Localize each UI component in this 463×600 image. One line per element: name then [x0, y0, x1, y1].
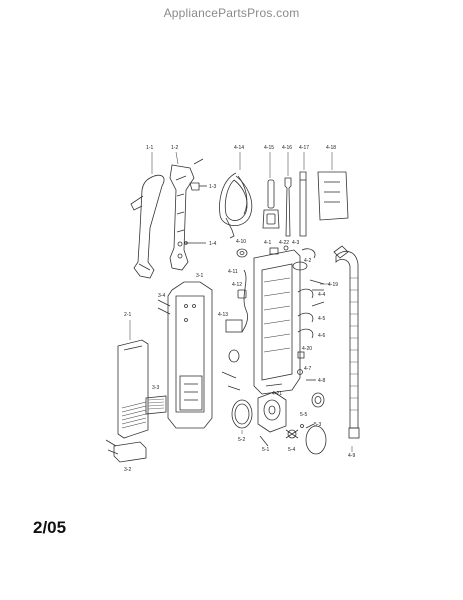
label-4-12: 4-12 — [232, 282, 242, 288]
label-4-22: 4-22 — [279, 240, 289, 246]
leader-lines — [129, 151, 353, 452]
label-4-21: 4-21 — [272, 391, 282, 397]
part-cord-hook-4-4 — [297, 288, 314, 299]
part-power-cord-4-14 — [219, 172, 253, 239]
screw-left-mid — [221, 371, 241, 391]
part-cord-hook-4-5 — [297, 312, 314, 323]
label-4-15: 4-15 — [264, 145, 274, 151]
part-knob-4-7 — [297, 369, 303, 375]
label-5-3: 5-3 — [314, 422, 321, 428]
part-body-housing-4-1 — [253, 247, 301, 395]
part-kick-plate-3-2 — [105, 439, 147, 463]
part-end-cap-5-3 — [305, 423, 327, 455]
label-4-7: 4-7 — [304, 366, 311, 372]
label-3-3: 3-3 — [152, 385, 159, 391]
label-4-11: 4-11 — [228, 269, 238, 275]
label-4-16: 4-16 — [282, 145, 292, 151]
label-4-4: 4-4 — [318, 292, 325, 298]
label-1-4: 1-4 — [209, 241, 216, 247]
part-screws-4-19 — [309, 279, 325, 307]
part-hose-4-9 — [333, 245, 360, 439]
label-4-13: 4-13 — [218, 312, 228, 318]
part-handle-1-1 — [130, 174, 165, 279]
part-housing-frame-3-1 — [167, 281, 213, 429]
part-screw-4-20 — [297, 351, 305, 359]
part-knob-4-10 — [236, 248, 248, 258]
label-4-2: 4-2 — [304, 258, 311, 264]
part-screws-3-4 — [157, 299, 171, 315]
part-crevice-tool-4-15 — [262, 179, 280, 229]
site-watermark: AppliancePartsPros.com — [163, 6, 300, 20]
screw-top-1 — [193, 158, 204, 165]
label-4-5: 4-5 — [318, 316, 325, 322]
part-bag-4-18 — [317, 171, 349, 221]
part-wheel-left — [228, 349, 240, 363]
label-5-1: 5-1 — [262, 447, 269, 453]
label-4-18: 4-18 — [326, 145, 336, 151]
part-filter-3-3 — [145, 395, 167, 415]
part-extension-wand-4-17 — [299, 171, 307, 237]
label-1-2: 1-2 — [171, 145, 178, 151]
part-clip-4-3 — [301, 248, 316, 259]
label-4-19: 4-19 — [328, 282, 338, 288]
label-4-14: 4-14 — [234, 145, 244, 151]
label-4-17: 4-17 — [299, 145, 309, 151]
part-clip-4-2 — [292, 261, 308, 271]
label-1-3: 1-3 — [209, 184, 216, 190]
label-4-8: 4-8 — [318, 378, 325, 384]
label-3-2: 3-2 — [124, 467, 131, 473]
part-wire-4-11 — [241, 269, 249, 333]
part-handle-cover-1-2 — [169, 164, 195, 271]
label-5-5: 5-5 — [300, 412, 307, 418]
part-wheel-right — [311, 392, 325, 408]
label-2-1: 2-1 — [124, 312, 131, 318]
label-1-1: 1-1 — [146, 145, 153, 151]
part-ring-5-2 — [231, 399, 253, 429]
label-4-1: 4-1 — [264, 240, 271, 246]
part-labels: 1-1 1-2 1-3 1-4 4-14 4-15 4-16 4-17 4-18… — [124, 145, 355, 473]
part-cord-hook-4-6 — [297, 328, 314, 339]
label-5-4: 5-4 — [288, 447, 295, 453]
part-gasket-4-21 — [265, 383, 283, 387]
date-code: 2/05 — [33, 518, 67, 537]
label-4-9: 4-9 — [348, 453, 355, 459]
label-4-20: 4-20 — [302, 346, 312, 352]
part-wand-4-16 — [284, 177, 292, 237]
part-clip-4-22 — [283, 245, 289, 251]
part-fan-5-4 — [285, 429, 299, 439]
label-4-6: 4-6 — [318, 333, 325, 339]
part-screw-1-4 — [184, 241, 206, 245]
part-screw-5-5 — [300, 424, 304, 428]
label-5-2: 5-2 — [238, 437, 245, 443]
part-clip-1-3 — [189, 182, 207, 191]
label-4-10: 4-10 — [236, 239, 246, 245]
part-filter-cover-2-1 — [117, 339, 149, 439]
part-switch-4-12 — [237, 289, 247, 299]
label-3-1: 3-1 — [196, 273, 203, 279]
label-3-4: 3-4 — [158, 293, 165, 299]
label-4-3: 4-3 — [292, 240, 299, 246]
part-motor-5-1 — [257, 391, 287, 447]
part-plate-4-13 — [225, 319, 243, 333]
